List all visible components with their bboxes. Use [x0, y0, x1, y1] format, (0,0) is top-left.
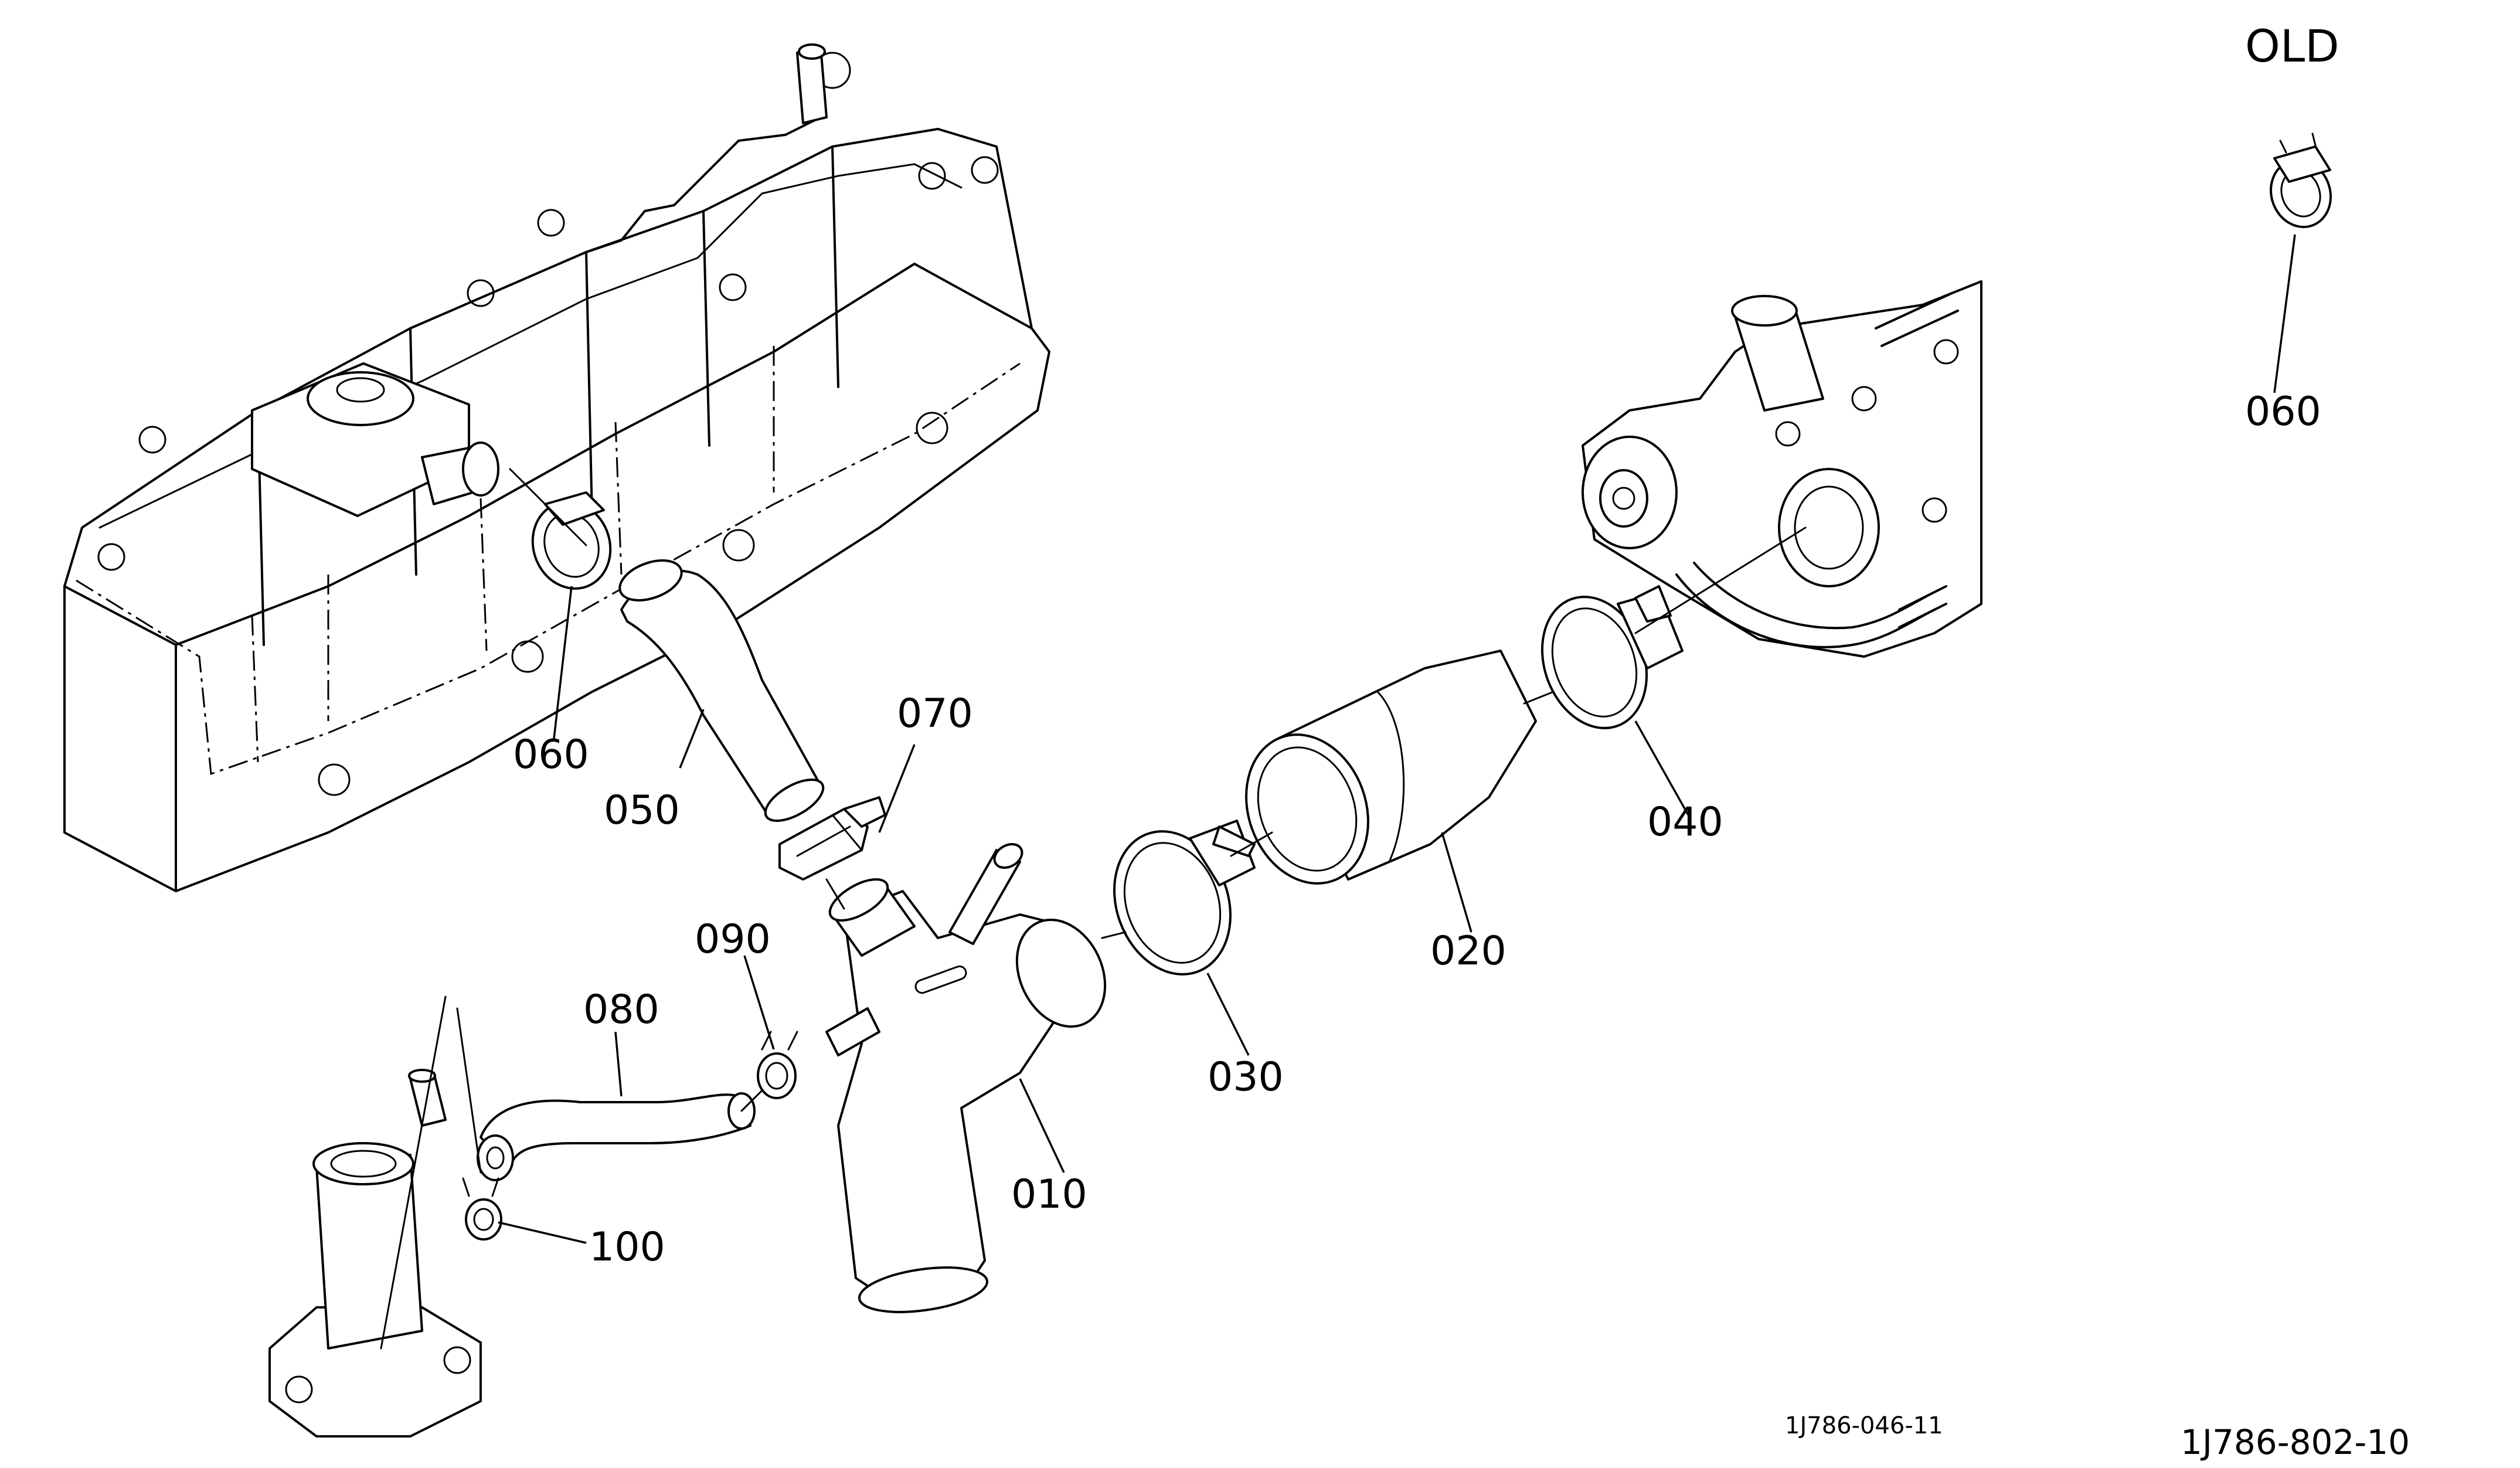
callout-060: 060 — [513, 732, 589, 778]
clip-clamp-090 — [757, 1031, 798, 1099]
callout-060-old: 060 — [2245, 389, 2321, 435]
upper-hose-050 — [618, 559, 825, 822]
callout-030: 030 — [1208, 1054, 1284, 1100]
callout-090: 090 — [695, 916, 771, 963]
clamp-070 — [778, 796, 886, 881]
callouts: 050 060 070 010 030 020 040 080 090 100 … — [513, 389, 2321, 1270]
water-pump-housing — [1582, 280, 1982, 658]
callout-100: 100 — [589, 1224, 665, 1270]
drawing-number: 1J786-802-10 — [2181, 1422, 2410, 1462]
hose-020 — [1245, 650, 1537, 885]
figure-code: 1J786-046-11 — [1785, 1412, 1943, 1439]
old-hose-clamp-060 — [2269, 132, 2332, 229]
old-heading: OLD — [2245, 20, 2339, 72]
callout-040: 040 — [1647, 799, 1723, 845]
callout-010: 010 — [1011, 1171, 1087, 1218]
water-pipe-010 — [825, 843, 1107, 1313]
callout-050: 050 — [604, 787, 680, 834]
bypass-hose-080 — [477, 1092, 756, 1181]
clip-clamp-100 — [462, 1177, 502, 1241]
assembly-axis-lines — [509, 468, 1807, 1112]
hose-clamp-040 — [1540, 585, 1684, 729]
leader-lines — [498, 234, 2296, 1244]
hose-clamp-030 — [1113, 820, 1256, 976]
engine-cylinder-head — [63, 43, 1050, 892]
callout-070: 070 — [897, 691, 973, 737]
callout-020: 020 — [1430, 928, 1506, 974]
hose-clamp-060 — [531, 491, 612, 590]
thermostat-housing — [268, 995, 482, 1438]
callout-080: 080 — [583, 987, 659, 1033]
